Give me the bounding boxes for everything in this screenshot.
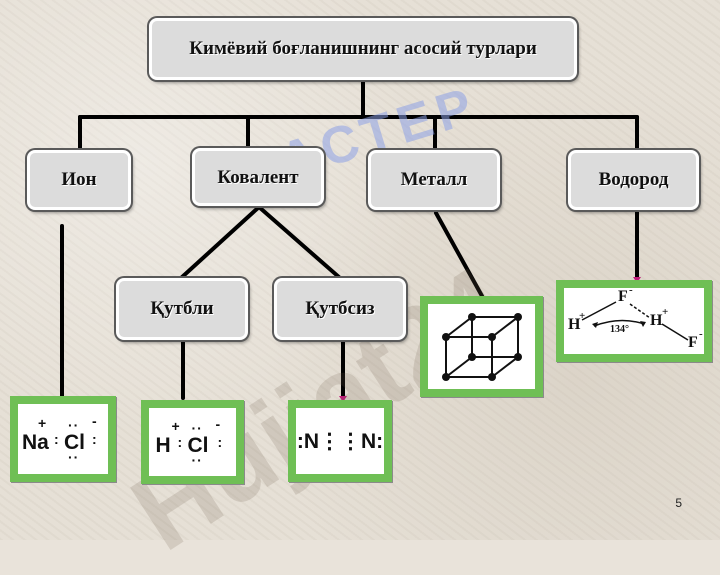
category-hydrogen-box: Водород bbox=[568, 150, 699, 210]
category-metal-box: Металл bbox=[368, 150, 500, 210]
arrow-tip-n2 bbox=[339, 396, 347, 402]
slide-background bbox=[0, 0, 720, 540]
title-box: Кимёвий боғланишнинг асосий турлари bbox=[149, 18, 577, 80]
hf-angle-label: 134° bbox=[610, 324, 629, 335]
nacl-dots-top: ·· bbox=[68, 417, 80, 433]
hf-f-top-charge: - bbox=[629, 284, 633, 296]
nacl-cl-symbol: Cl bbox=[64, 431, 85, 454]
connector-lines bbox=[60, 79, 641, 402]
hcl-plus-charge: + bbox=[171, 418, 180, 434]
subcategory-polar-box: Қутбли bbox=[116, 278, 248, 340]
n2-formula: :N⋮⋮N: bbox=[296, 429, 384, 453]
nacl-dots-bottom: ·· bbox=[68, 449, 80, 465]
hcl-dots-left: : bbox=[177, 434, 184, 450]
hcl-dots-bottom: ·· bbox=[191, 452, 203, 468]
nacl-minus-charge: - bbox=[92, 413, 97, 429]
category-covalent-box: Ковалент bbox=[192, 148, 324, 206]
hf-h-right: H bbox=[650, 312, 663, 329]
hydrogen-bond-hf-image: F - H + 134° H + F - bbox=[556, 280, 712, 362]
hcl-dots-right: : bbox=[217, 434, 224, 450]
hcl-dots-top: ·· bbox=[191, 420, 203, 436]
hf-h-left-charge: + bbox=[579, 310, 586, 322]
metal-to-lattice-line bbox=[434, 211, 484, 298]
hcl-lewis-image: H + : Cl ·· ·· : - bbox=[141, 400, 244, 484]
hf-bonds-icon bbox=[581, 301, 689, 341]
hf-h-left: H bbox=[568, 316, 581, 333]
nacl-dots-right: : bbox=[92, 431, 98, 447]
hf-f-bottom-charge: - bbox=[699, 328, 703, 340]
hcl-h-symbol: H bbox=[155, 434, 171, 457]
hf-f-top: F bbox=[618, 288, 628, 305]
nacl-dots-left: : bbox=[54, 431, 60, 447]
page-number: 5 bbox=[675, 496, 682, 510]
metal-lattice-image bbox=[420, 296, 543, 397]
covalent-to-polar-line bbox=[179, 205, 261, 280]
covalent-to-nonpolar-line bbox=[257, 205, 342, 280]
category-ion-box: Ион bbox=[27, 150, 131, 210]
hf-f-bottom: F bbox=[688, 334, 698, 351]
nacl-lewis-image: Na + : Cl ·· ·· : - bbox=[10, 396, 116, 482]
nacl-na-symbol: Na bbox=[22, 431, 49, 454]
hcl-minus-charge: - bbox=[215, 416, 221, 432]
hf-h-right-charge: + bbox=[662, 306, 669, 318]
subcategory-nonpolar-box: Қутбсиз bbox=[274, 278, 406, 340]
nacl-plus-charge: + bbox=[38, 415, 47, 431]
cubic-lattice-icon bbox=[441, 312, 522, 381]
n2-lewis-image: :N⋮⋮N: bbox=[288, 400, 392, 482]
hcl-cl-symbol: Cl bbox=[187, 434, 209, 457]
